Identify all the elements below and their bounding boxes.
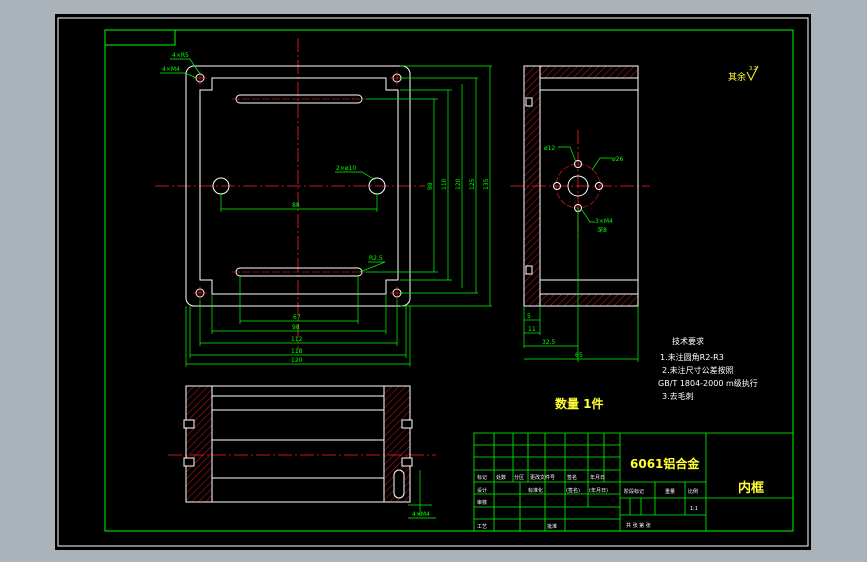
label-4xr5: 4×R5 [172, 52, 189, 59]
dim-120: 120 [291, 357, 303, 364]
border-tab [105, 30, 176, 46]
front-view: 4×R5 4×M4 2×ø10 R2.5 88 67 98 112 118 12… [155, 38, 492, 367]
drawing-text: 标准化 [528, 487, 543, 494]
dim-112: 112 [291, 336, 303, 343]
drawing-text: 更改文件号 [530, 474, 555, 481]
label-d26: ø26 [612, 156, 623, 163]
roughness-symbol [746, 65, 759, 82]
label-depth: 深8 [597, 226, 607, 234]
dim-118: 118 [291, 348, 303, 355]
label-2xd10: 2×ø10 [336, 165, 356, 172]
label-d12: ø12 [544, 145, 555, 152]
drawing-sheet [55, 14, 811, 550]
center-bore [567, 175, 589, 197]
drawing-text: 重量 [665, 488, 675, 495]
dim-325: 32.5 [542, 339, 556, 346]
drawing-text: 1.未注圆角R2-R3 [660, 352, 724, 362]
tech-requirements: 技术要求 1.未注圆角R2-R3 2.未注尺寸公差按照 GB/T 1804-20… [658, 336, 758, 401]
dim-11: 11 [528, 326, 536, 333]
dim-98: 98 [292, 324, 300, 331]
drawing-text: 审核 [477, 499, 487, 506]
drawing-text: GB/T 1804-2000 m级执行 [658, 378, 758, 388]
roughness-value: 3.2 [749, 66, 757, 72]
drawing-text: 签名 [567, 474, 577, 481]
title-block [473, 432, 794, 532]
drawing-text: 分区 [514, 474, 524, 481]
drawing-text: 批准 [547, 523, 557, 530]
drawing-text: (签名) [566, 487, 580, 494]
drawing-text: 工艺 [477, 524, 487, 530]
dim-v-98: 98 [427, 182, 434, 190]
drawing-text: 共 张 第 张 [626, 522, 651, 529]
drawing-text: 2.未注尺寸公差按照 [662, 365, 734, 375]
dim-v-125: 125 [469, 178, 476, 190]
dim-v-135: 135 [483, 178, 490, 190]
drawing-text: (年月日) [589, 487, 608, 494]
dim-65: 65 [575, 352, 583, 359]
dim-5: 5 [527, 313, 531, 320]
part-name: 内框 [738, 480, 764, 496]
label-4xm4: 4×M4 [162, 66, 180, 73]
outer-plate [185, 65, 411, 307]
title-block-text: 6061铝合金 内框 标记 处数 分区 更改文件号 签名 年月日 设计 (签名)… [477, 456, 764, 530]
dim-67: 67 [293, 314, 301, 321]
material: 6061铝合金 [630, 456, 700, 471]
quantity-note: 数量 1件 [555, 396, 604, 411]
dim-88: 88 [292, 202, 300, 209]
label-3xm4: 3×M4 [595, 218, 613, 225]
surface-finish-note: 其余 [728, 71, 746, 83]
drawing-text: 处数 [496, 474, 506, 481]
dim-v-120: 120 [455, 178, 462, 190]
drawing-text: 3.去毛刺 [662, 391, 694, 401]
section-view: 4×M4 [168, 385, 436, 519]
outer-border [57, 17, 809, 547]
dim-v-110: 110 [441, 178, 448, 190]
drawing-text: 比例 [688, 488, 698, 495]
drawing-text: 标记 [477, 474, 487, 481]
inner-border [104, 29, 794, 532]
drawing-text: 1:1 [690, 506, 698, 512]
label-r25: R2.5 [369, 255, 383, 262]
label-sect-4xm4: 4×M4 [412, 511, 430, 518]
drawing-text: 技术要求 [672, 336, 704, 346]
drawing-text: 设计 [477, 487, 487, 494]
drawing-text: 阶段标记 [624, 488, 644, 495]
side-view: ø12 ø26 3×M4 深8 5 11 32.5 65 [510, 65, 650, 362]
drawing-text: 年月日 [590, 474, 605, 481]
